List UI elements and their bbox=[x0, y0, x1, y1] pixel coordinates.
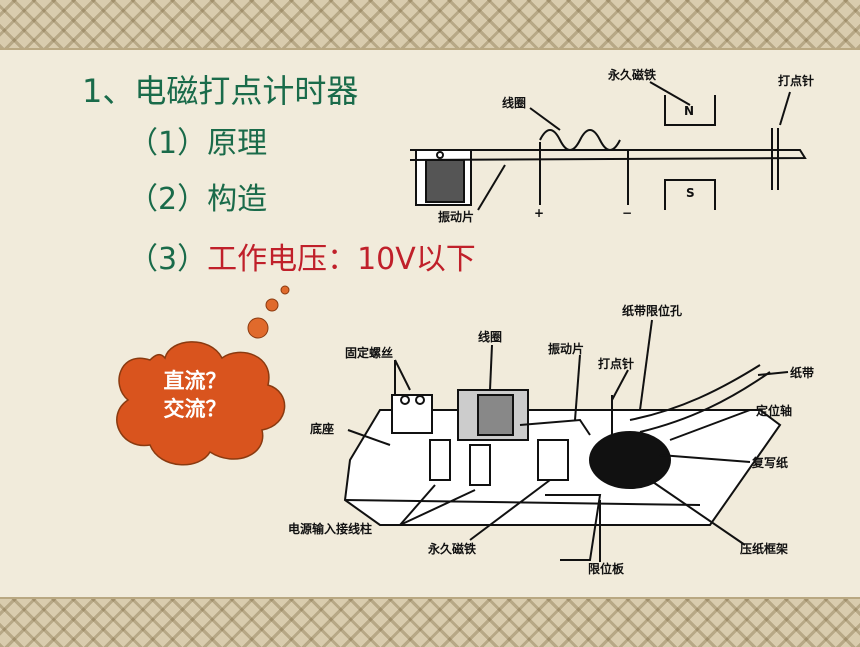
decorative-bottom-border bbox=[0, 597, 860, 647]
label-bottom-base: 底座 bbox=[310, 422, 335, 436]
label-bottom-limit-plate: 限位板 bbox=[588, 562, 625, 576]
label-top-vibrator: 振动片 bbox=[438, 210, 475, 224]
item-principle: （1）原理 bbox=[128, 126, 268, 161]
label-bottom-terminal: 电源输入接线柱 bbox=[288, 522, 373, 536]
label-bottom-axle: 定位轴 bbox=[756, 404, 793, 418]
bubble-line-dc: 直流？ bbox=[163, 369, 227, 393]
label-top-plus: + bbox=[534, 206, 545, 220]
label-bottom-tape: 纸带 bbox=[790, 366, 815, 380]
label-bottom-magnet: 永久磁铁 bbox=[428, 542, 477, 556]
label-top-minus: − bbox=[622, 206, 633, 220]
item-voltage: （3）工作电压：10V以下 bbox=[128, 234, 476, 278]
label-top-n: N bbox=[684, 104, 695, 118]
label-bottom-limit-hole: 纸带限位孔 bbox=[622, 304, 683, 318]
decorative-top-border bbox=[0, 0, 860, 50]
label-top-needle: 打点针 bbox=[778, 74, 815, 88]
slide-title: 1、电磁打点计时器 bbox=[82, 72, 359, 110]
bubble-line-ac: 交流？ bbox=[163, 397, 227, 421]
label-top-coil: 线圈 bbox=[502, 96, 527, 110]
item-voltage-highlight: 工作电压：10V以下 bbox=[207, 242, 476, 277]
item-structure: （2）构造 bbox=[128, 182, 268, 217]
label-bottom-frame: 压纸框架 bbox=[740, 542, 789, 556]
label-bottom-screw: 固定螺丝 bbox=[345, 346, 394, 360]
label-bottom-coil: 线圈 bbox=[478, 330, 503, 344]
label-top-s: S bbox=[686, 186, 695, 200]
label-top-magnet: 永久磁铁 bbox=[608, 68, 657, 82]
slide-content: 1、电磁打点计时器 （1）原理 （2）构造 （3）工作电压：10V以下 bbox=[0, 48, 860, 597]
item-voltage-prefix: （3） bbox=[128, 242, 208, 277]
label-bottom-vibrator: 振动片 bbox=[548, 342, 585, 356]
label-bottom-carbon: 复写纸 bbox=[752, 456, 789, 470]
label-bottom-needle: 打点针 bbox=[598, 357, 635, 371]
